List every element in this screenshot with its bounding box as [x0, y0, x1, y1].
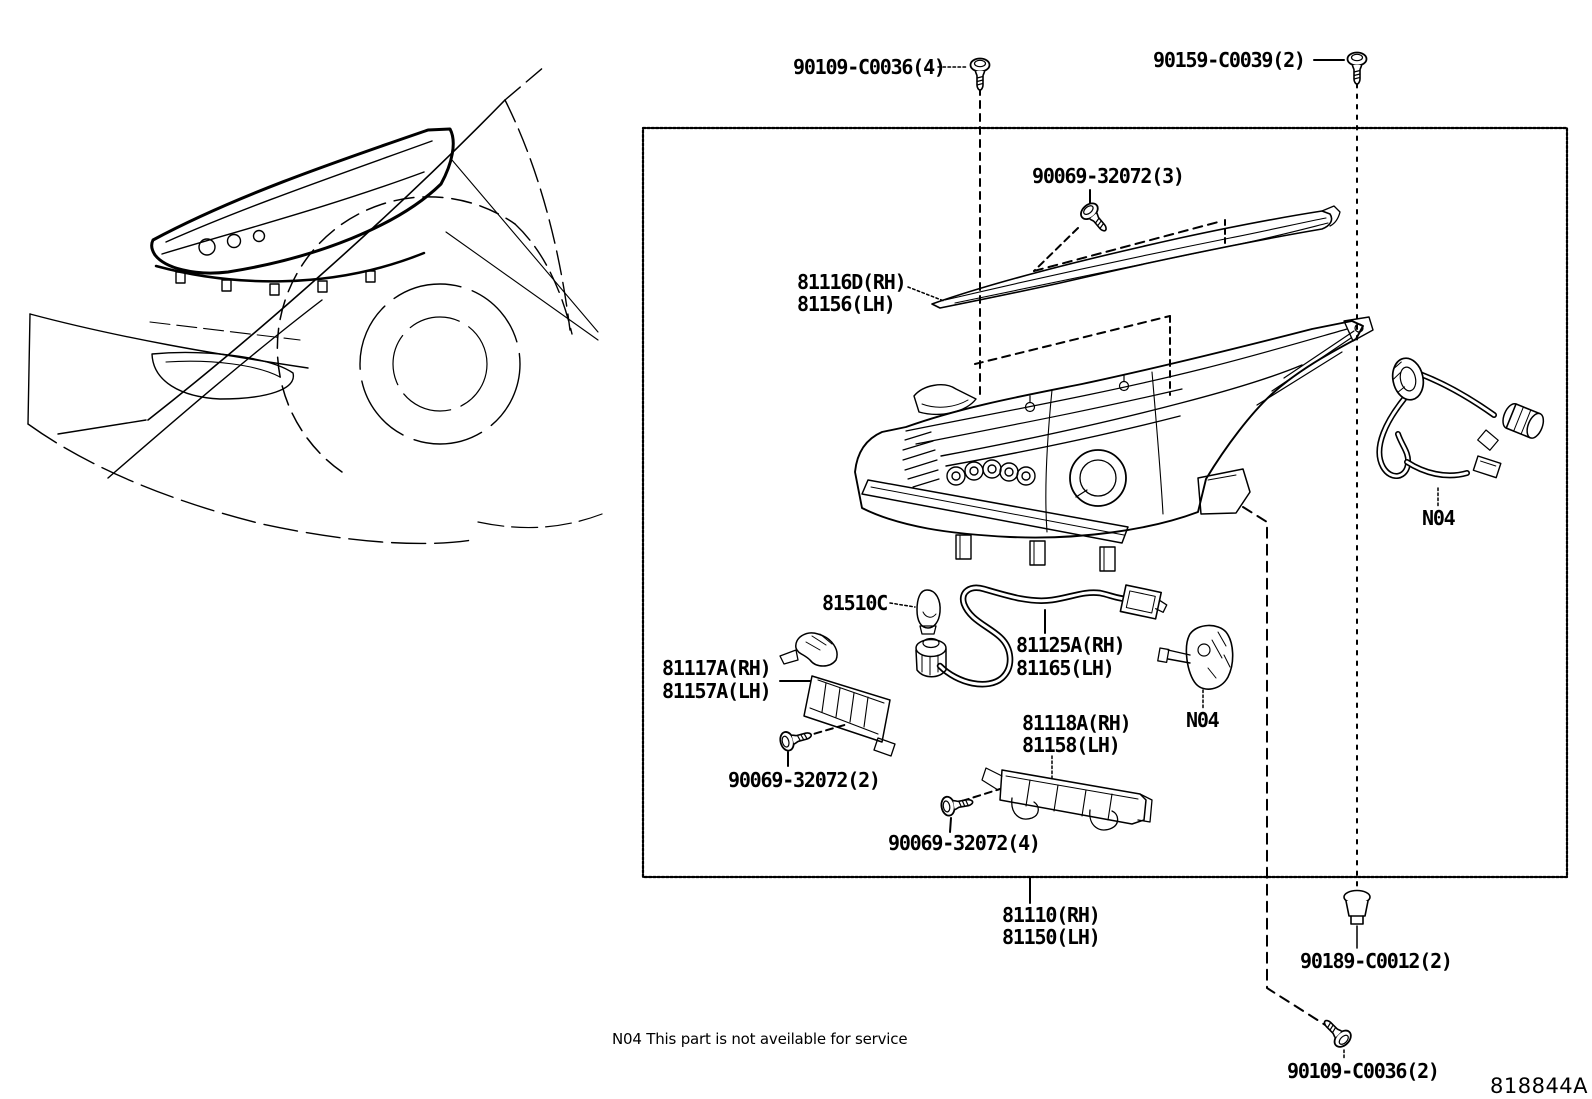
callout-81150-lh[interactable]: 81150(LH) [1002, 925, 1101, 949]
callout-81118a-rh[interactable]: 81118A(RH) [1022, 711, 1132, 735]
parts-box [641, 126, 1569, 879]
callout-81116d-rh[interactable]: 81116D(RH) [797, 270, 907, 294]
screw-icon-90069-32072-3 [1077, 199, 1114, 238]
headlamp-drawing [854, 316, 1374, 572]
callout-n04-adjuster: N04 [1186, 708, 1220, 732]
lower-bracket-drawing [981, 767, 1153, 831]
callout-81110-rh[interactable]: 81110(RH) [1002, 903, 1101, 927]
callout-90109-c0036-4[interactable]: 90109-C0036(4) [793, 55, 946, 79]
callout-81510c[interactable]: 81510C [822, 591, 888, 615]
screw-icon-90109-c0036-2 [1317, 1013, 1355, 1051]
projector-lens [1069, 449, 1127, 507]
callout-81125a-rh[interactable]: 81125A(RH) [1016, 633, 1126, 657]
leader-lines [779, 59, 1439, 1061]
callout-90109-c0036-2[interactable]: 90109-C0036(2) [1287, 1059, 1440, 1083]
side-bracket-drawing [779, 632, 896, 757]
figure-code: 818844A [1490, 1074, 1589, 1098]
screw-icon-90109-c0036-4 [969, 57, 991, 91]
screw-icon-90159-c0039-2 [1346, 51, 1368, 85]
socket-cord-drawing [915, 584, 1168, 688]
moulding-drawing [931, 205, 1341, 309]
car-headlamp-highlight [150, 127, 455, 296]
callout-90069-32072-3[interactable]: 90069-32072(3) [1032, 164, 1185, 188]
callout-90069-32072-4[interactable]: 90069-32072(4) [888, 831, 1041, 855]
screw-icon-90069-32072-2 [777, 724, 815, 754]
leveling-adjuster-drawing [1157, 624, 1234, 690]
led-rings [946, 459, 1036, 486]
callout-81165-lh[interactable]: 81165(LH) [1016, 656, 1115, 680]
callout-81117a-rh[interactable]: 81117A(RH) [662, 656, 772, 680]
callout-81158-lh[interactable]: 81158(LH) [1022, 733, 1121, 757]
service-footnote: N04 This part is not aveilable for servi… [612, 1030, 908, 1048]
mounting-tabs [955, 534, 1116, 572]
callout-90159-c0039-2[interactable]: 90159-C0039(2) [1153, 48, 1306, 72]
clip-icon-90189-c0012-2 [1343, 889, 1371, 925]
car-front-sketch [27, 65, 603, 545]
wire-harness-drawing [1376, 357, 1545, 479]
callout-90069-32072-2[interactable]: 90069-32072(2) [728, 768, 881, 792]
callout-81156-lh[interactable]: 81156(LH) [797, 292, 896, 316]
callout-90189-c0012-2[interactable]: 90189-C0012(2) [1300, 949, 1453, 973]
screw-icon-90069-32072-4 [939, 791, 976, 818]
callout-81157a-lh[interactable]: 81157A(LH) [662, 679, 772, 703]
callout-n04-harness: N04 [1422, 506, 1456, 530]
bulb-drawing [916, 589, 941, 635]
